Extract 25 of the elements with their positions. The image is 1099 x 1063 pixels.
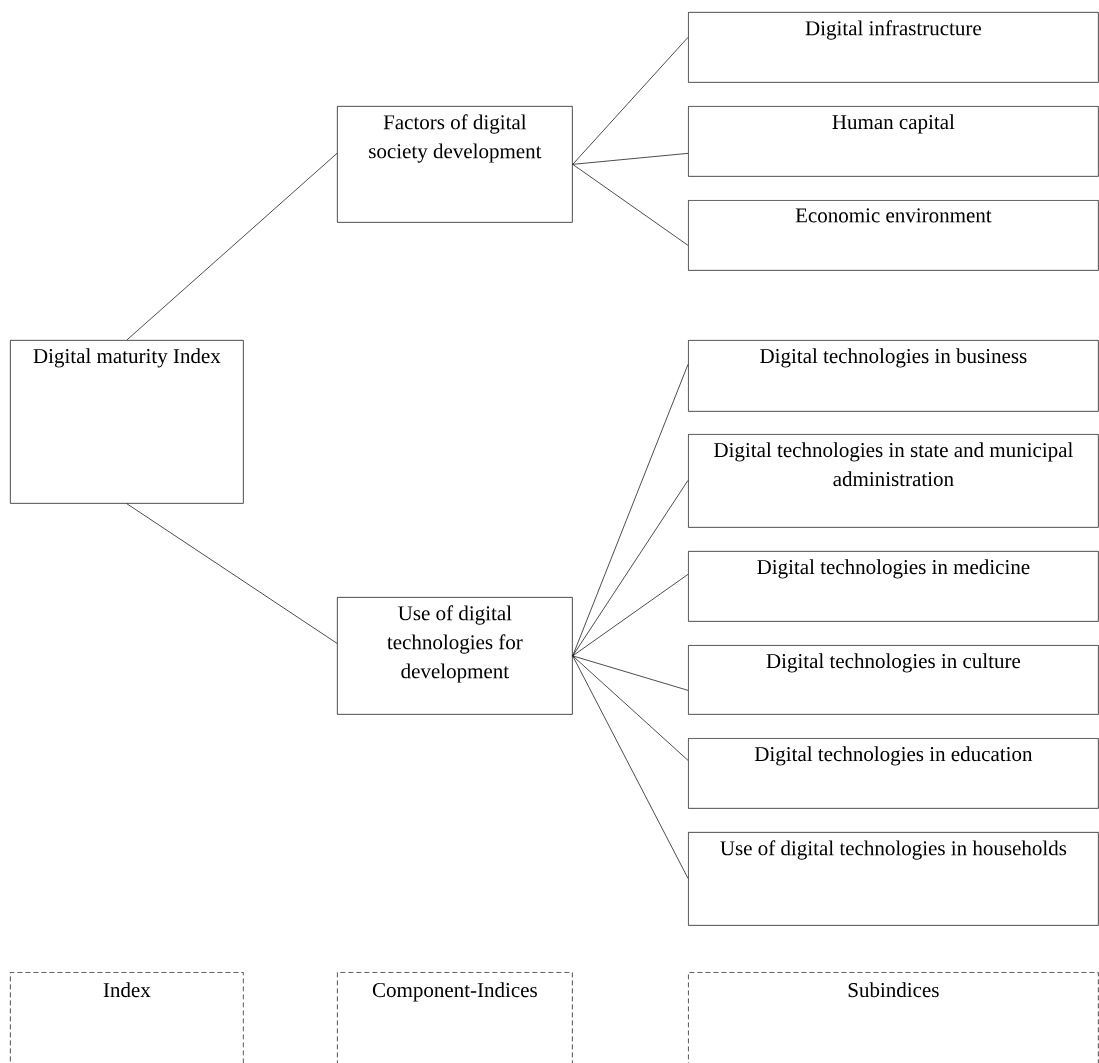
connector-line: [572, 153, 689, 165]
subindex-box: Digital technologies in culture: [688, 645, 1099, 715]
component-box: Factors of digital society development: [337, 106, 573, 223]
connector-line: [572, 480, 689, 657]
subindex-box: Human capital: [688, 106, 1099, 177]
subindex-box: Digital technologies in medicine: [688, 551, 1099, 622]
component-box: Use of digital technologies for development: [337, 597, 573, 715]
connector-line: [572, 574, 689, 657]
subindex-box: Digital infrastructure: [688, 12, 1099, 83]
subindex-box: Use of digital technologies in households: [688, 832, 1099, 926]
legend-box: Subindices: [688, 972, 1099, 1063]
index-box: Digital maturity Index: [10, 340, 244, 504]
subindex-box: Digital technologies in state and municipal administration: [688, 434, 1099, 528]
connector-line: [572, 655, 689, 691]
legend-box: Component-Indices: [337, 972, 573, 1063]
subindex-box: Digital technologies in education: [688, 738, 1099, 809]
subindex-box: Economic environment: [688, 200, 1099, 271]
subindex-box: Digital technologies in business: [688, 340, 1099, 412]
connector-line: [572, 164, 689, 246]
connector-line: [572, 655, 689, 761]
connector-line: [126, 153, 338, 341]
connector-line: [572, 37, 689, 165]
connector-line: [572, 655, 689, 879]
connector-line: [126, 503, 338, 644]
legend-box: Index: [10, 972, 244, 1063]
